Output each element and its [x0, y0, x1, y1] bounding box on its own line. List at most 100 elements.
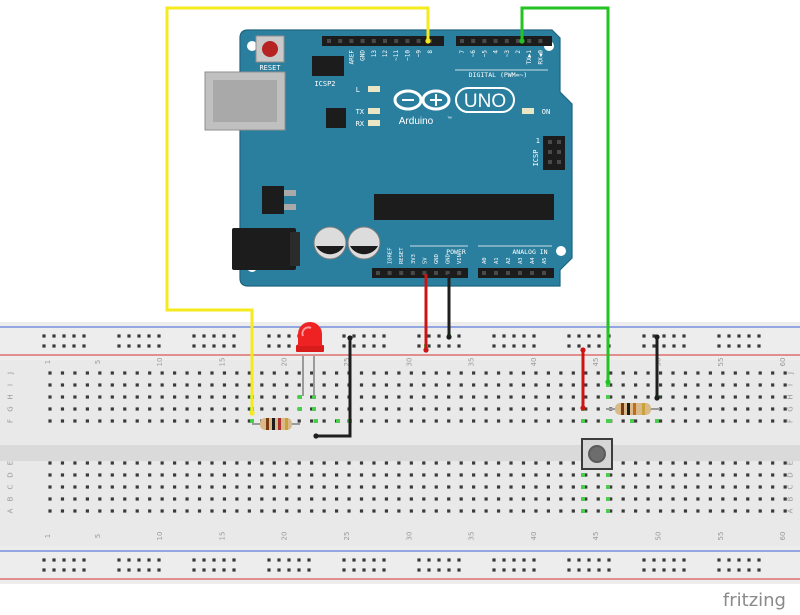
breadboard-hole [634, 383, 638, 387]
breadboard-hole [73, 497, 77, 501]
bottom-pin-label: A0 [482, 257, 488, 264]
rail-hole [587, 344, 591, 348]
breadboard-hole [185, 473, 189, 477]
breadboard-hole [771, 497, 775, 501]
breadboard-hole [546, 509, 550, 513]
breadboard-hole [48, 419, 52, 423]
breadboard-hole [783, 473, 787, 477]
breadboard-hole [584, 509, 588, 513]
rail-hole [362, 558, 366, 562]
rail-hole [382, 558, 386, 562]
led-l-label: L [356, 86, 360, 94]
breadboard-hole [771, 395, 775, 399]
resistor-1 [252, 418, 300, 430]
breadboard-hole [459, 395, 463, 399]
rail-hole [662, 344, 666, 348]
breadboard-hole [534, 509, 538, 513]
breadboard-hole [484, 509, 488, 513]
breadboard-hole [297, 383, 301, 387]
breadboard-hole [758, 473, 762, 477]
digital-pin-label: TX▶1 [526, 50, 533, 65]
breadboard-hole [310, 419, 314, 423]
breadboard-hole [509, 461, 513, 465]
breadboard-hole [733, 395, 737, 399]
breadboard-hole [434, 461, 438, 465]
red-led [296, 322, 324, 396]
breadboard-hole [322, 461, 326, 465]
breadboard-hole [409, 485, 413, 489]
breadboard-hole [409, 395, 413, 399]
row-letter: A [7, 508, 15, 513]
breadboard-hole [372, 497, 376, 501]
breadboard-hole [260, 497, 264, 501]
header-pin [504, 39, 509, 43]
breadboard-hole [733, 497, 737, 501]
breadboard-hole [235, 383, 239, 387]
breadboard-hole [708, 419, 712, 423]
rail-hole [137, 344, 141, 348]
breadboard-hole [372, 419, 376, 423]
breadboard-hole [235, 461, 239, 465]
rail-hole [437, 334, 441, 338]
header-pin [445, 271, 450, 275]
digital-pin-label: 2 [515, 50, 522, 54]
breadboard-hole [521, 473, 526, 477]
row-letter: J [787, 372, 795, 375]
rail-hole [297, 568, 301, 572]
breadboard-hole [447, 395, 451, 399]
digital-pin-label: ~6 [470, 50, 477, 58]
breadboard-hole [671, 509, 675, 513]
breadboard-hole [733, 407, 737, 411]
connected-hole [250, 419, 254, 423]
breadboard-hole [521, 461, 526, 465]
rail-hole [457, 334, 461, 338]
breadboard-hole [571, 419, 575, 423]
breadboard-hole [235, 473, 239, 477]
breadboard-hole [783, 419, 787, 423]
header-pin [494, 271, 498, 275]
breadboard-hole [758, 461, 762, 465]
breadboard-hole [496, 497, 501, 501]
breadboard-hole [148, 485, 152, 489]
rail-hole [72, 568, 76, 572]
connected-hole [581, 419, 585, 423]
rail-hole [757, 568, 761, 572]
breadboard-hole [384, 461, 389, 465]
rail-hole [42, 344, 46, 348]
rail-hole [502, 558, 506, 562]
breadboard-hole [73, 407, 77, 411]
voltage-regulator [262, 186, 284, 214]
analog-header [478, 268, 554, 278]
breadboard-hole [85, 407, 89, 411]
breadboard-hole [297, 473, 301, 477]
breadboard-hole [534, 485, 538, 489]
rail-hole [222, 334, 226, 338]
breadboard-hole [447, 371, 451, 375]
bottom-pin-label: GND [434, 254, 440, 264]
rail-hole [372, 558, 376, 562]
rail-hole [597, 334, 601, 338]
led-l [368, 86, 380, 92]
column-number: 1 [44, 534, 52, 538]
breadboard-hole [783, 395, 787, 399]
breadboard-hole [235, 485, 239, 489]
rail-hole [737, 558, 741, 562]
breadboard-hole [534, 383, 538, 387]
rail-hole [192, 344, 196, 348]
breadboard-hole [609, 371, 613, 375]
breadboard-hole [310, 395, 314, 399]
column-number: 50 [655, 532, 663, 541]
breadboard-hole [596, 497, 600, 501]
rail-hole [502, 344, 506, 348]
rail-hole [587, 568, 591, 572]
rail-hole [642, 344, 646, 348]
rail-hole [522, 558, 526, 562]
breadboard-hole [472, 473, 476, 477]
header-pin [387, 271, 392, 275]
breadboard-hole [596, 371, 600, 375]
breadboard-hole [185, 509, 189, 513]
wire-end [446, 334, 452, 340]
row-letter: A [787, 508, 795, 513]
rail-hole [682, 334, 686, 338]
breadboard-hole [646, 419, 650, 423]
